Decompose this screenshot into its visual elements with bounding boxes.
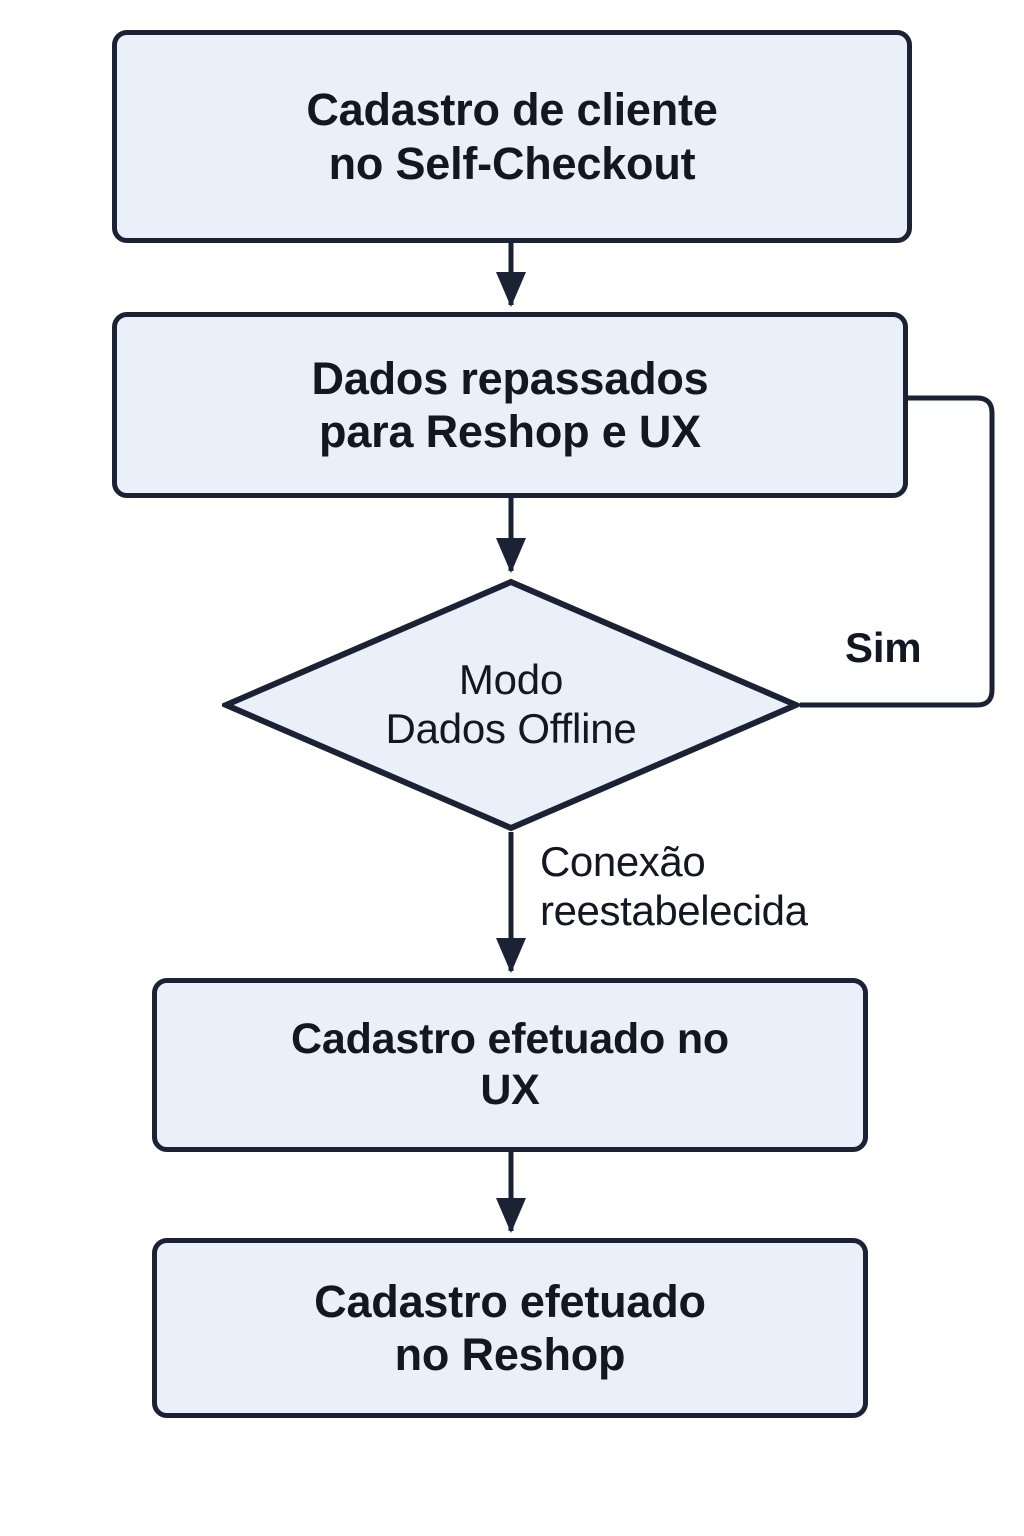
edge-label-sim: Sim (845, 624, 922, 671)
decision-diamond-shape (218, 578, 804, 832)
node-decision-label: Modo Dados Offline (385, 656, 637, 752)
edge-decision-to-transfer-sim (800, 395, 995, 708)
node-cadastro-efetuado-reshop[interactable]: Cadastro efetuado no Reshop (152, 1238, 868, 1418)
node-modo-dados-offline[interactable]: Modo Dados Offline (218, 578, 804, 832)
edge-label-conexao-reestabelecida: Conexão reestabelecida (540, 838, 808, 934)
node-dados-repassados[interactable]: Dados repassados para Reshop e UX (112, 312, 908, 498)
node-cadastro-efetuado-ux[interactable]: Cadastro efetuado no UX (152, 978, 868, 1152)
node-cadastro-self-checkout[interactable]: Cadastro de cliente no Self-Checkout (112, 30, 912, 243)
